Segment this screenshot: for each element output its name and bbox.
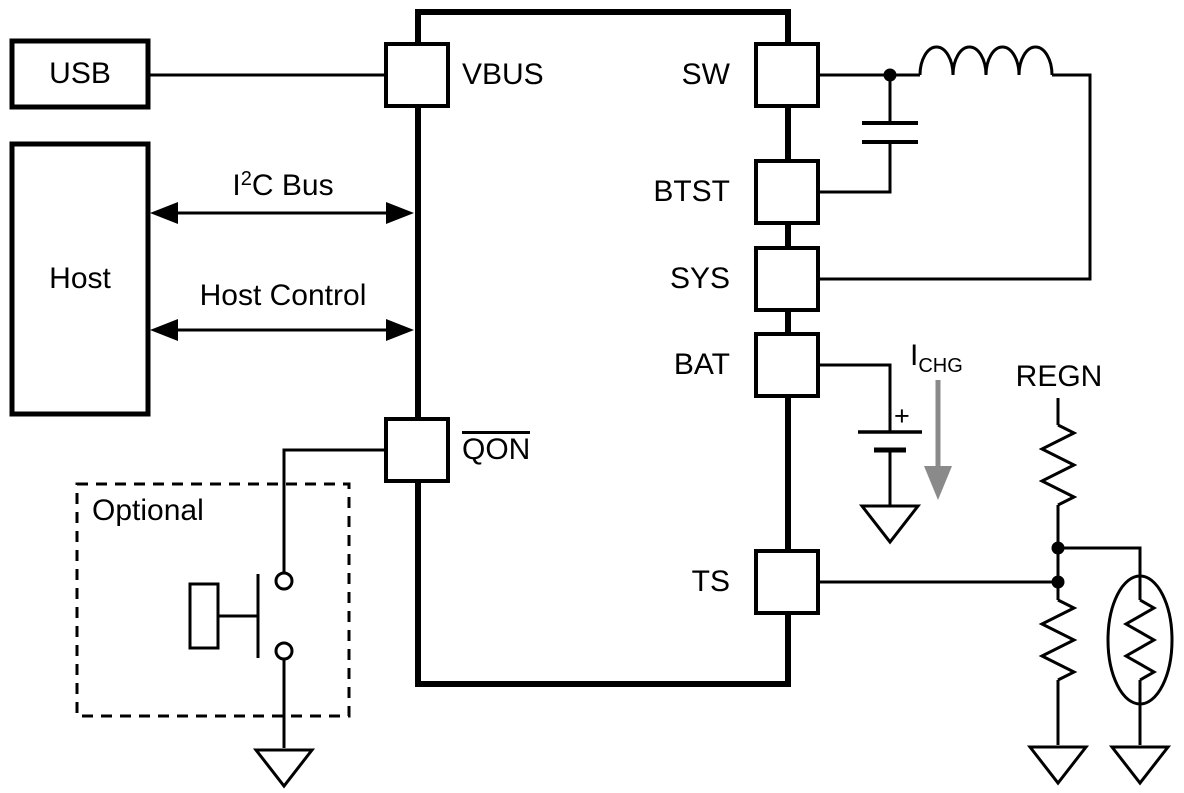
ground-symbol-battery — [858, 504, 922, 545]
host-block — [9, 141, 151, 417]
i2c-arrowhead-right — [386, 202, 414, 224]
pin-qon — [384, 417, 450, 483]
charge-current-arrowhead — [924, 466, 952, 500]
resistor-ts-lower — [1038, 598, 1078, 682]
pin-sw — [754, 42, 820, 108]
i2c-superscript: 2 — [240, 168, 252, 190]
inductor — [918, 45, 1054, 76]
wire-cap-btst — [818, 142, 892, 194]
ichg-base: I — [910, 339, 919, 372]
usb-block — [9, 38, 151, 110]
pin-label-bat: BAT — [673, 348, 730, 381]
i2c-base: I — [232, 169, 241, 202]
ic-body — [415, 9, 791, 687]
pin-label-qon: QON — [462, 431, 531, 467]
host-control-label: Host Control — [199, 279, 367, 312]
ground-symbol-button — [252, 748, 316, 789]
ichg-label: ICHG — [910, 339, 963, 383]
resistor-regn — [1038, 423, 1078, 507]
wire-qon-button — [282, 448, 386, 573]
pin-label-ts: TS — [691, 565, 730, 598]
pushbutton-cap — [188, 582, 220, 650]
host-block-label: Host — [49, 262, 111, 295]
host-control-arrowhead-left — [150, 319, 178, 341]
ichg-subscript: CHG — [918, 355, 963, 377]
i2c-bus-label: I2C Bus — [150, 162, 416, 203]
i2c-arrowhead-left — [150, 202, 178, 224]
wire-inductor-corner — [818, 73, 1092, 281]
pushbutton-terminal-top — [274, 571, 294, 591]
pin-label-sw: SW — [681, 58, 730, 91]
thermistor-zigzag — [1122, 598, 1158, 682]
qon-overline-text: QON — [462, 431, 531, 466]
junction-dot-ts-lower — [1051, 575, 1065, 589]
junction-dot-sw — [883, 68, 897, 82]
junction-dot-ts-upper — [1051, 541, 1065, 555]
pin-label-sys: SYS — [669, 262, 730, 295]
usb-block-label: USB — [49, 57, 111, 90]
pin-sys — [754, 246, 820, 312]
battery-plus-label: + — [894, 401, 910, 431]
pin-bat — [754, 332, 820, 398]
pin-label-btst: BTST — [653, 175, 730, 208]
ground-symbol-resistor — [1026, 745, 1090, 786]
pin-ts — [754, 549, 820, 615]
optional-dashed-box — [75, 482, 351, 718]
pushbutton-terminal-bottom — [274, 641, 294, 661]
wire-node-thermistor — [1058, 546, 1142, 600]
thermistor-ellipse — [1106, 574, 1174, 706]
ground-symbol-thermistor — [1108, 745, 1172, 786]
pin-vbus — [384, 42, 450, 108]
wire-bat-battery — [818, 363, 892, 431]
pin-btst — [754, 159, 820, 225]
i2c-rest: C Bus — [251, 169, 334, 202]
host-control-arrowhead-right — [386, 319, 414, 341]
regn-label: REGN — [1015, 360, 1103, 393]
optional-label: Optional — [92, 494, 204, 527]
pin-label-vbus: VBUS — [462, 58, 544, 91]
